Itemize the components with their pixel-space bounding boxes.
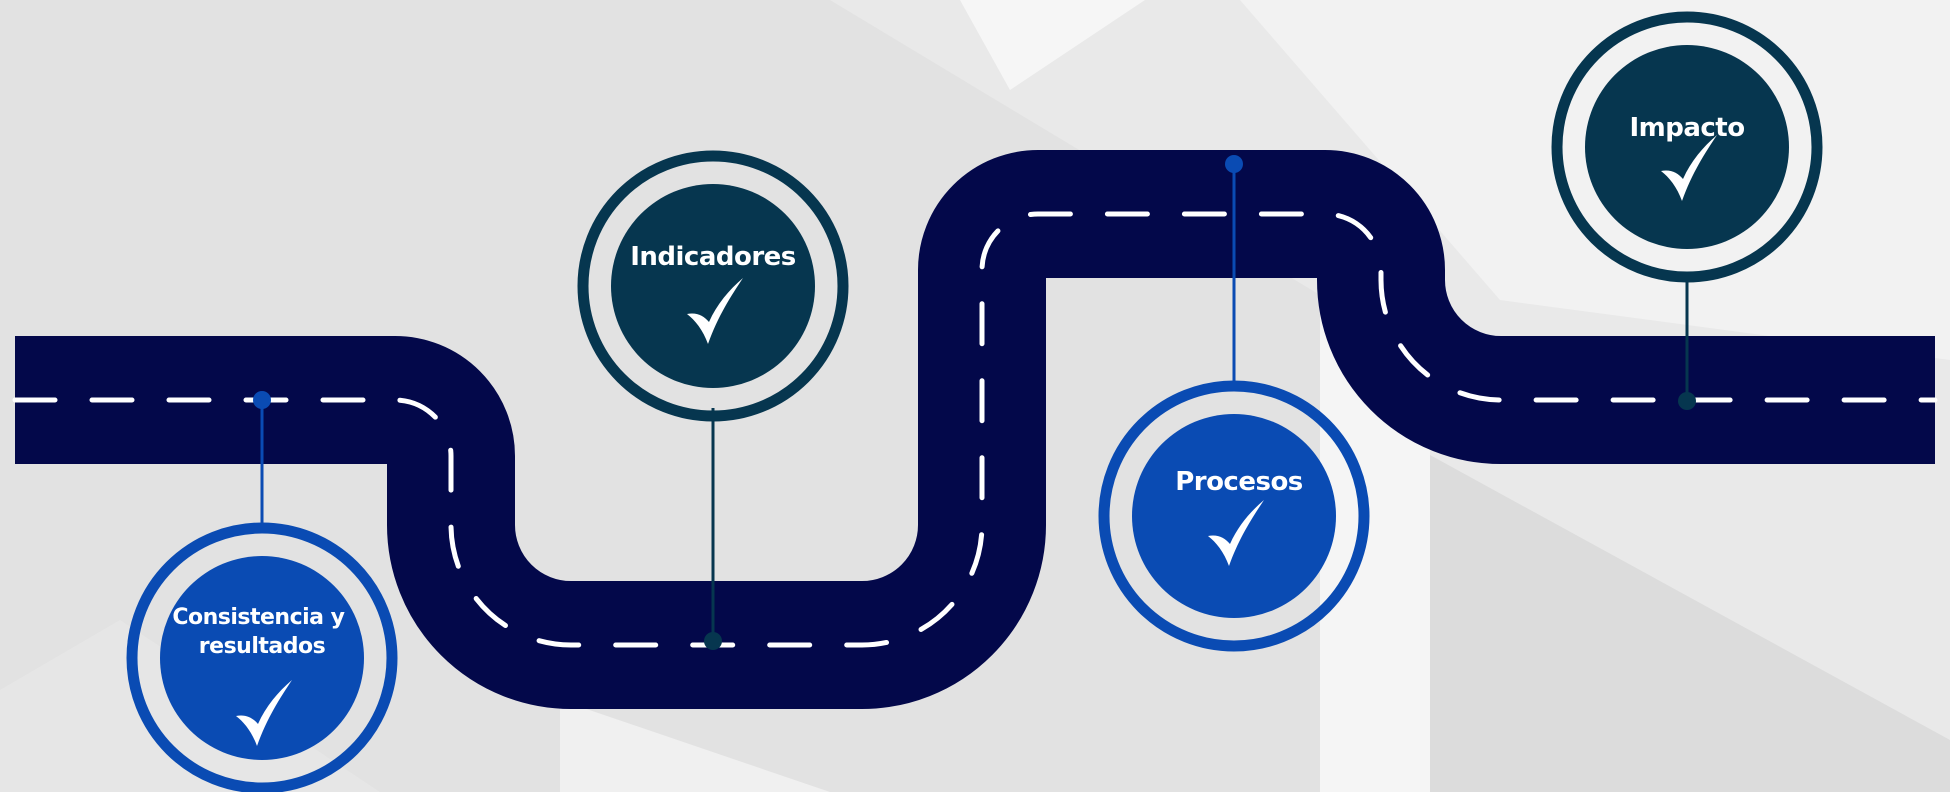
- outer-ring: [1551, 11, 1823, 283]
- milestone-procesos: Procesos: [1098, 155, 1370, 652]
- road: [12, 150, 1938, 709]
- label-line: Indicadores: [630, 242, 796, 272]
- road-marker-dot: [1678, 392, 1696, 410]
- lane-marking: [12, 211, 1938, 648]
- milestone-indicadores: Indicadores: [577, 150, 849, 650]
- inner-disc: [611, 184, 815, 388]
- label-line: Consistencia y: [172, 605, 344, 630]
- label-line: Impacto: [1629, 113, 1744, 143]
- check-mark-icon: [236, 680, 292, 746]
- road-marker-dot: [253, 391, 271, 409]
- check-mark-icon: [1661, 135, 1717, 201]
- check-mark-icon: [687, 278, 743, 344]
- check-mark-icon: [1208, 500, 1264, 566]
- road-marker-dot: [704, 632, 722, 650]
- inner-disc: [160, 556, 364, 760]
- milestone-impacto: Impacto: [1551, 11, 1823, 410]
- inner-disc: [1585, 45, 1789, 249]
- outer-ring: [1098, 380, 1370, 652]
- road-marker-dot: [1225, 155, 1243, 173]
- milestone-label: Consistencia y resultados: [172, 605, 351, 659]
- inner-disc: [1132, 414, 1336, 618]
- milestone-label: Procesos: [1175, 467, 1303, 497]
- label-line: Procesos: [1175, 467, 1303, 497]
- outer-ring: [126, 522, 398, 792]
- milestone-consistencia: Consistencia y resultados: [126, 391, 398, 792]
- milestone-label: Impacto: [1629, 113, 1744, 143]
- milestone-label: Indicadores: [630, 242, 796, 272]
- outer-ring: [577, 150, 849, 422]
- label-line: resultados: [199, 634, 326, 659]
